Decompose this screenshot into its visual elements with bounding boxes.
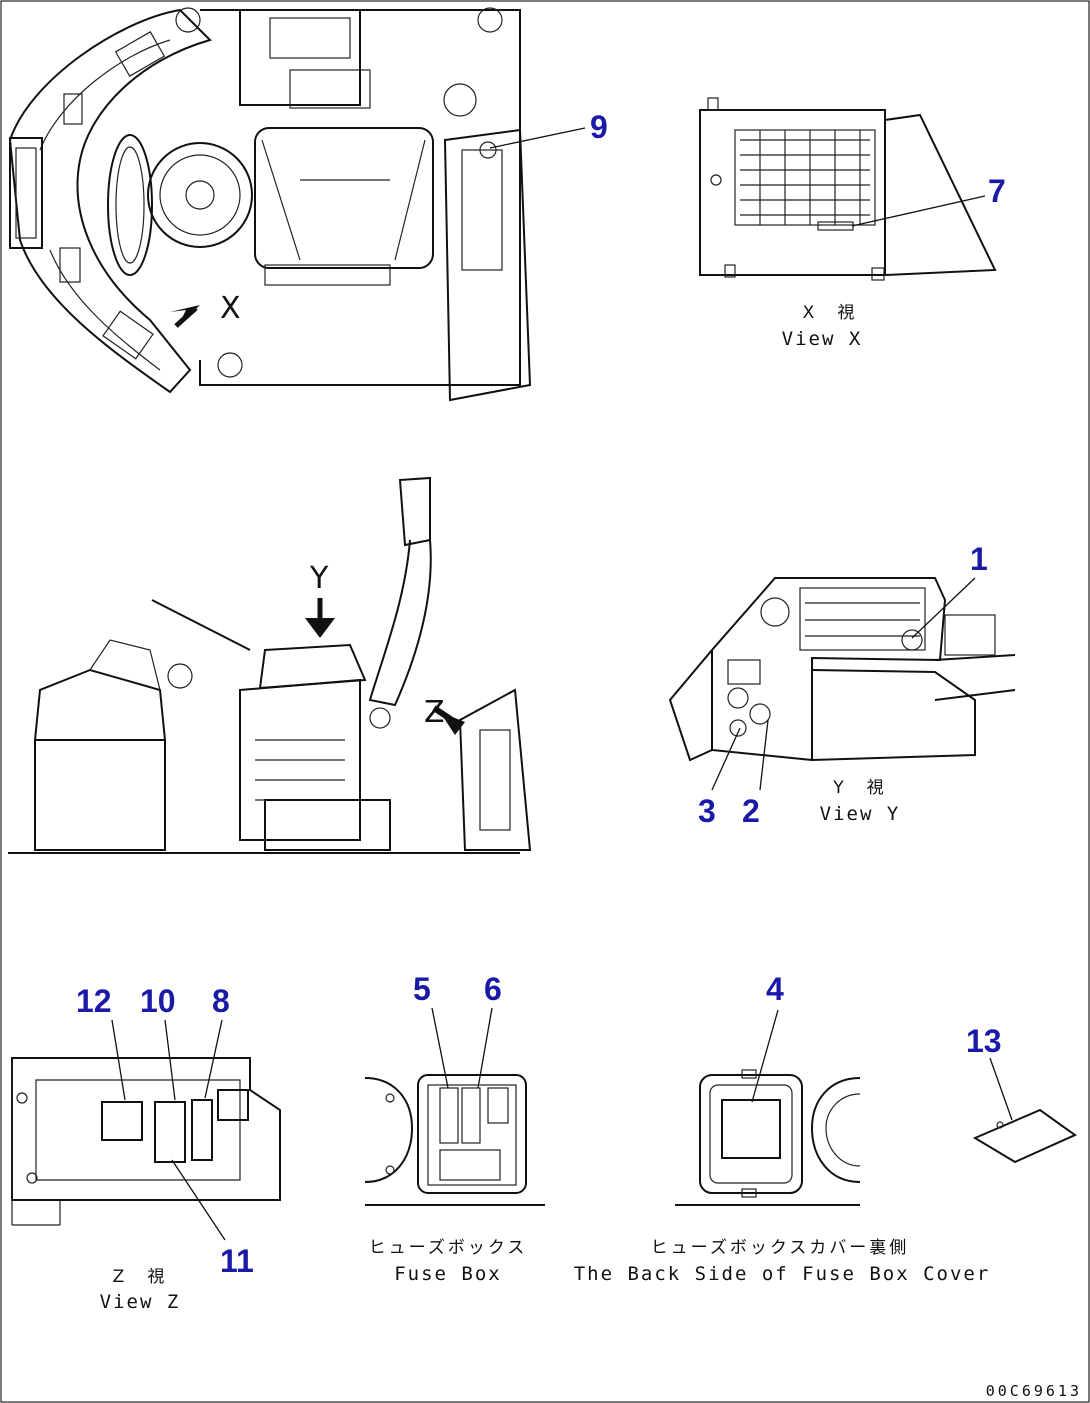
view-y-caption-jp: Y 視 (832, 778, 886, 798)
z-arrow-tag: Z (424, 695, 445, 730)
callout-12: 12 (76, 983, 112, 1019)
callout-1: 1 (970, 541, 988, 577)
fuse-box-caption-jp: ヒューズボックス (369, 1238, 528, 1258)
leader-7 (851, 195, 986, 227)
callout-6: 6 (484, 971, 502, 1007)
leader-11 (171, 1159, 226, 1241)
fuse-box-caption-en: Fuse Box (394, 1263, 502, 1285)
y-arrow-tag: Y (309, 561, 329, 596)
callout-3: 3 (698, 793, 716, 829)
view-y-caption-en: View Y (820, 803, 901, 825)
leader-10 (164, 1019, 176, 1101)
view-z-drawing (11, 1057, 281, 1226)
callout-8: 8 (212, 983, 230, 1019)
fuse-cover-caption-jp: ヒューズボックスカバー裏側 (651, 1237, 910, 1258)
label-13-drawing (972, 1108, 1077, 1164)
view-x-drawing (699, 97, 997, 281)
leader-3 (711, 727, 741, 791)
view-x-caption-jp: X 視 (803, 303, 858, 323)
callout-4: 4 (766, 971, 784, 1007)
document-id: 00C69613 (986, 1382, 1082, 1400)
fuse-cover-caption-en: The Back Side of Fuse Box Cover (574, 1263, 991, 1285)
leader-1 (911, 577, 976, 639)
callout-13: 13 (966, 1023, 1002, 1059)
cab-top-view: X (8, 7, 532, 402)
leader-9 (489, 127, 586, 149)
callout-10: 10 (140, 983, 176, 1019)
leader-13 (989, 1057, 1013, 1121)
callout-9: 9 (590, 109, 608, 145)
leader-12 (111, 1019, 126, 1101)
view-z-caption-jp: Z 視 (113, 1267, 168, 1287)
fuse-box-drawing (364, 1074, 545, 1206)
leader-6 (477, 1007, 493, 1089)
cab-side-view: Z (8, 476, 532, 854)
leader-5 (431, 1007, 449, 1089)
view-y-drawing (668, 577, 1016, 762)
x-arrow-tag: X (220, 291, 241, 326)
fuse-cover-drawing (675, 1069, 861, 1206)
view-x-caption-en: View X (782, 328, 863, 350)
view-z-caption-en: View Z (100, 1291, 181, 1313)
callout-2: 2 (742, 793, 760, 829)
callout-5: 5 (413, 971, 431, 1007)
leader-4 (751, 1009, 779, 1103)
callout-7: 7 (988, 173, 1006, 209)
leader-2 (759, 719, 769, 791)
callout-11: 11 (220, 1243, 254, 1279)
leader-8 (204, 1019, 223, 1099)
